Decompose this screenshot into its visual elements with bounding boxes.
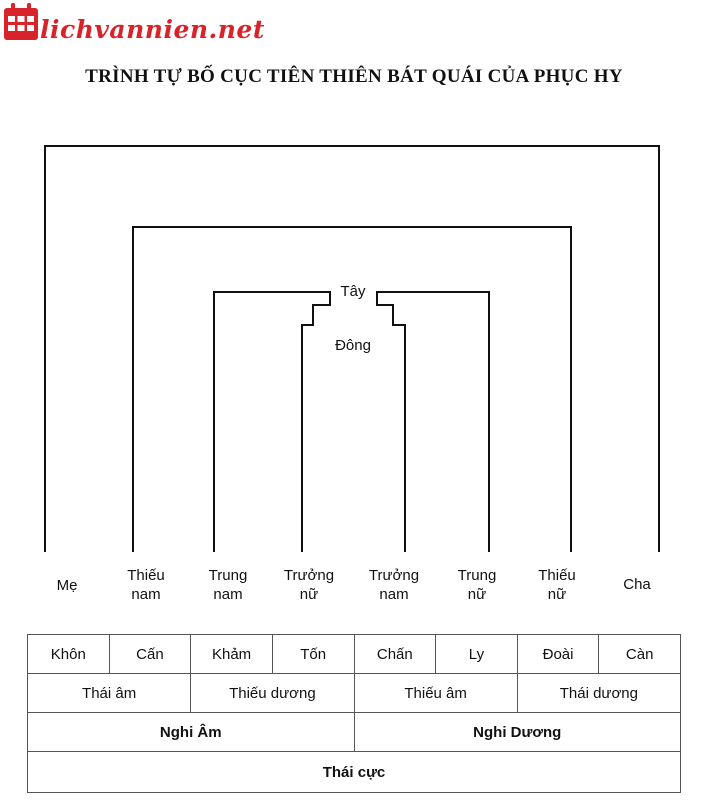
table-row: Nghi Âm Nghi Dương <box>27 712 681 752</box>
table-row: Khôn Cấn Khảm Tốn Chấn Ly Đoài Càn <box>27 634 681 674</box>
trigram-cell: Đoài <box>516 634 600 674</box>
two-mode-cell: Nghi Dương <box>353 712 681 752</box>
supreme-cell: Thái cực <box>27 751 681 793</box>
trigram-lineage-diagram: Tây Đông <box>44 145 660 552</box>
trigram-cell: Chấn <box>353 634 437 674</box>
two-mode-cell: Nghi Âm <box>27 712 355 752</box>
figure-label: Trưởng nữ <box>283 567 335 603</box>
trigram-cell: Càn <box>598 634 681 674</box>
brand-name: lichvannien.net <box>40 15 265 44</box>
third-bracket-right <box>376 291 490 552</box>
trigram-cell: Khảm <box>190 634 273 674</box>
trigram-cell: Khôn <box>27 634 110 674</box>
trigram-cell: Tốn <box>271 634 355 674</box>
third-bracket-left <box>213 291 331 552</box>
west-label: Tây <box>340 283 366 300</box>
four-image-cell: Thiếu âm <box>353 673 518 713</box>
table-row: Thái âm Thiếu dương Thiếu âm Thái dương <box>26 673 682 713</box>
figure-label: Thiếu nam <box>127 567 165 603</box>
trigram-cell: Ly <box>435 634 518 674</box>
four-image-cell: Thái âm <box>26 673 192 713</box>
trigram-cell: Cấn <box>108 634 192 674</box>
figure-label: Thiếu nữ <box>538 567 576 603</box>
figure-label: Trung nữ <box>457 567 497 603</box>
four-image-cell: Thiếu dương <box>190 673 355 713</box>
four-image-cell: Thái dương <box>516 673 682 713</box>
figure-label: Mẹ <box>56 577 78 594</box>
east-label: Đông <box>335 337 371 354</box>
site-logo[interactable]: lichvannien.net <box>0 0 300 48</box>
figure-label: Trung nam <box>208 567 248 603</box>
figure-label: Trưởng nam <box>368 567 420 603</box>
derivation-table: Khôn Cấn Khảm Tốn Chấn Ly Đoài Càn Thái … <box>26 634 682 793</box>
table-row: Thái cực <box>27 751 681 793</box>
page-title: TRÌNH TỰ BỐ CỤC TIÊN THIÊN BÁT QUÁI CỦA … <box>85 66 623 87</box>
second-bracket <box>132 226 572 552</box>
figure-label: Cha <box>623 576 651 593</box>
outer-bracket <box>44 145 660 552</box>
calendar-icon <box>4 3 38 40</box>
